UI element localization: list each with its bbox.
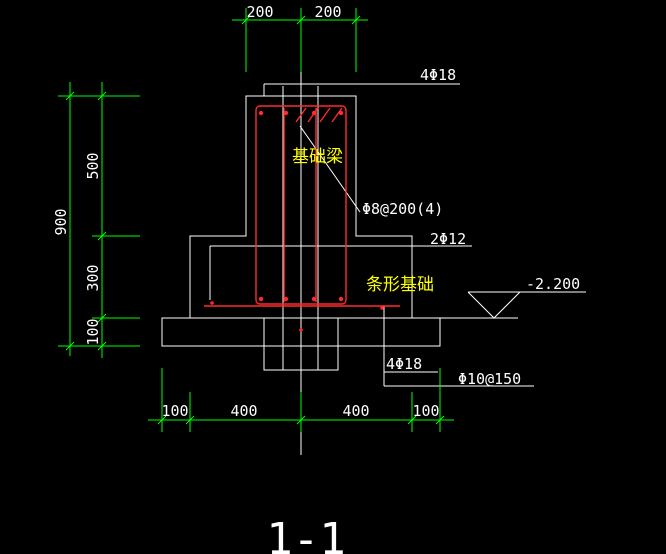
rebar-dot: [311, 110, 317, 116]
rebar-dot: [338, 110, 344, 116]
rebar-dot: [338, 296, 344, 302]
rebar-dot: [283, 110, 289, 116]
rebar-dot: [210, 301, 214, 305]
stirrup-leader: [299, 125, 361, 213]
dim-bottom-2: 400: [230, 402, 257, 420]
top-bars-label: 4Φ18: [420, 66, 456, 84]
rebar-group: [204, 105, 400, 307]
dimension-lines: [58, 8, 454, 432]
elevation-label: -2.200: [526, 275, 580, 293]
stirrup-hook: [331, 107, 343, 123]
dim-top-1: 200: [246, 3, 273, 21]
side-bars-label: 2Φ12: [430, 230, 466, 248]
member-labels: 基础梁 条形基础: [292, 147, 434, 295]
stirrup-hook: [295, 107, 307, 123]
rebar-dots: [210, 110, 384, 332]
bottom-mesh-label: Φ10@150: [458, 370, 521, 388]
stirrup-hook: [319, 107, 331, 123]
stirrup-label: Φ8@200(4): [362, 200, 443, 218]
dim-left-500: 500: [84, 152, 102, 179]
elevation-symbol: [467, 291, 522, 319]
stirrup-outer: [255, 105, 347, 305]
dim-bottom-4: 100: [412, 402, 439, 420]
rebar-annotations: 4Φ18 Φ8@200(4) 2Φ12 4Φ18 Φ10@150 -2.200: [362, 66, 580, 388]
strip-name-label: 条形基础: [366, 275, 434, 295]
dimension-texts: 200 200 900 500 300 100 100 400 400 100: [52, 3, 440, 420]
dim-left-100: 100: [84, 318, 102, 345]
concrete-outline: [161, 60, 586, 455]
rebar-dot: [311, 296, 317, 302]
rebar-dot: [299, 328, 303, 332]
rebar-dot: [258, 296, 264, 302]
rebar-dot: [283, 296, 289, 302]
rebar-dot: [258, 110, 264, 116]
dim-top-2: 200: [314, 3, 341, 21]
dim-left-300: 300: [84, 264, 102, 291]
beam-name-label: 基础梁: [292, 147, 343, 167]
stirrup-hook: [307, 107, 319, 123]
rebar-dot: [380, 306, 384, 310]
section-label: 1-1: [266, 514, 345, 554]
dim-bottom-3: 400: [342, 402, 369, 420]
dim-left-total: 900: [52, 208, 70, 235]
dim-bottom-1: 100: [161, 402, 188, 420]
bottom-bars-label: 4Φ18: [386, 355, 422, 373]
